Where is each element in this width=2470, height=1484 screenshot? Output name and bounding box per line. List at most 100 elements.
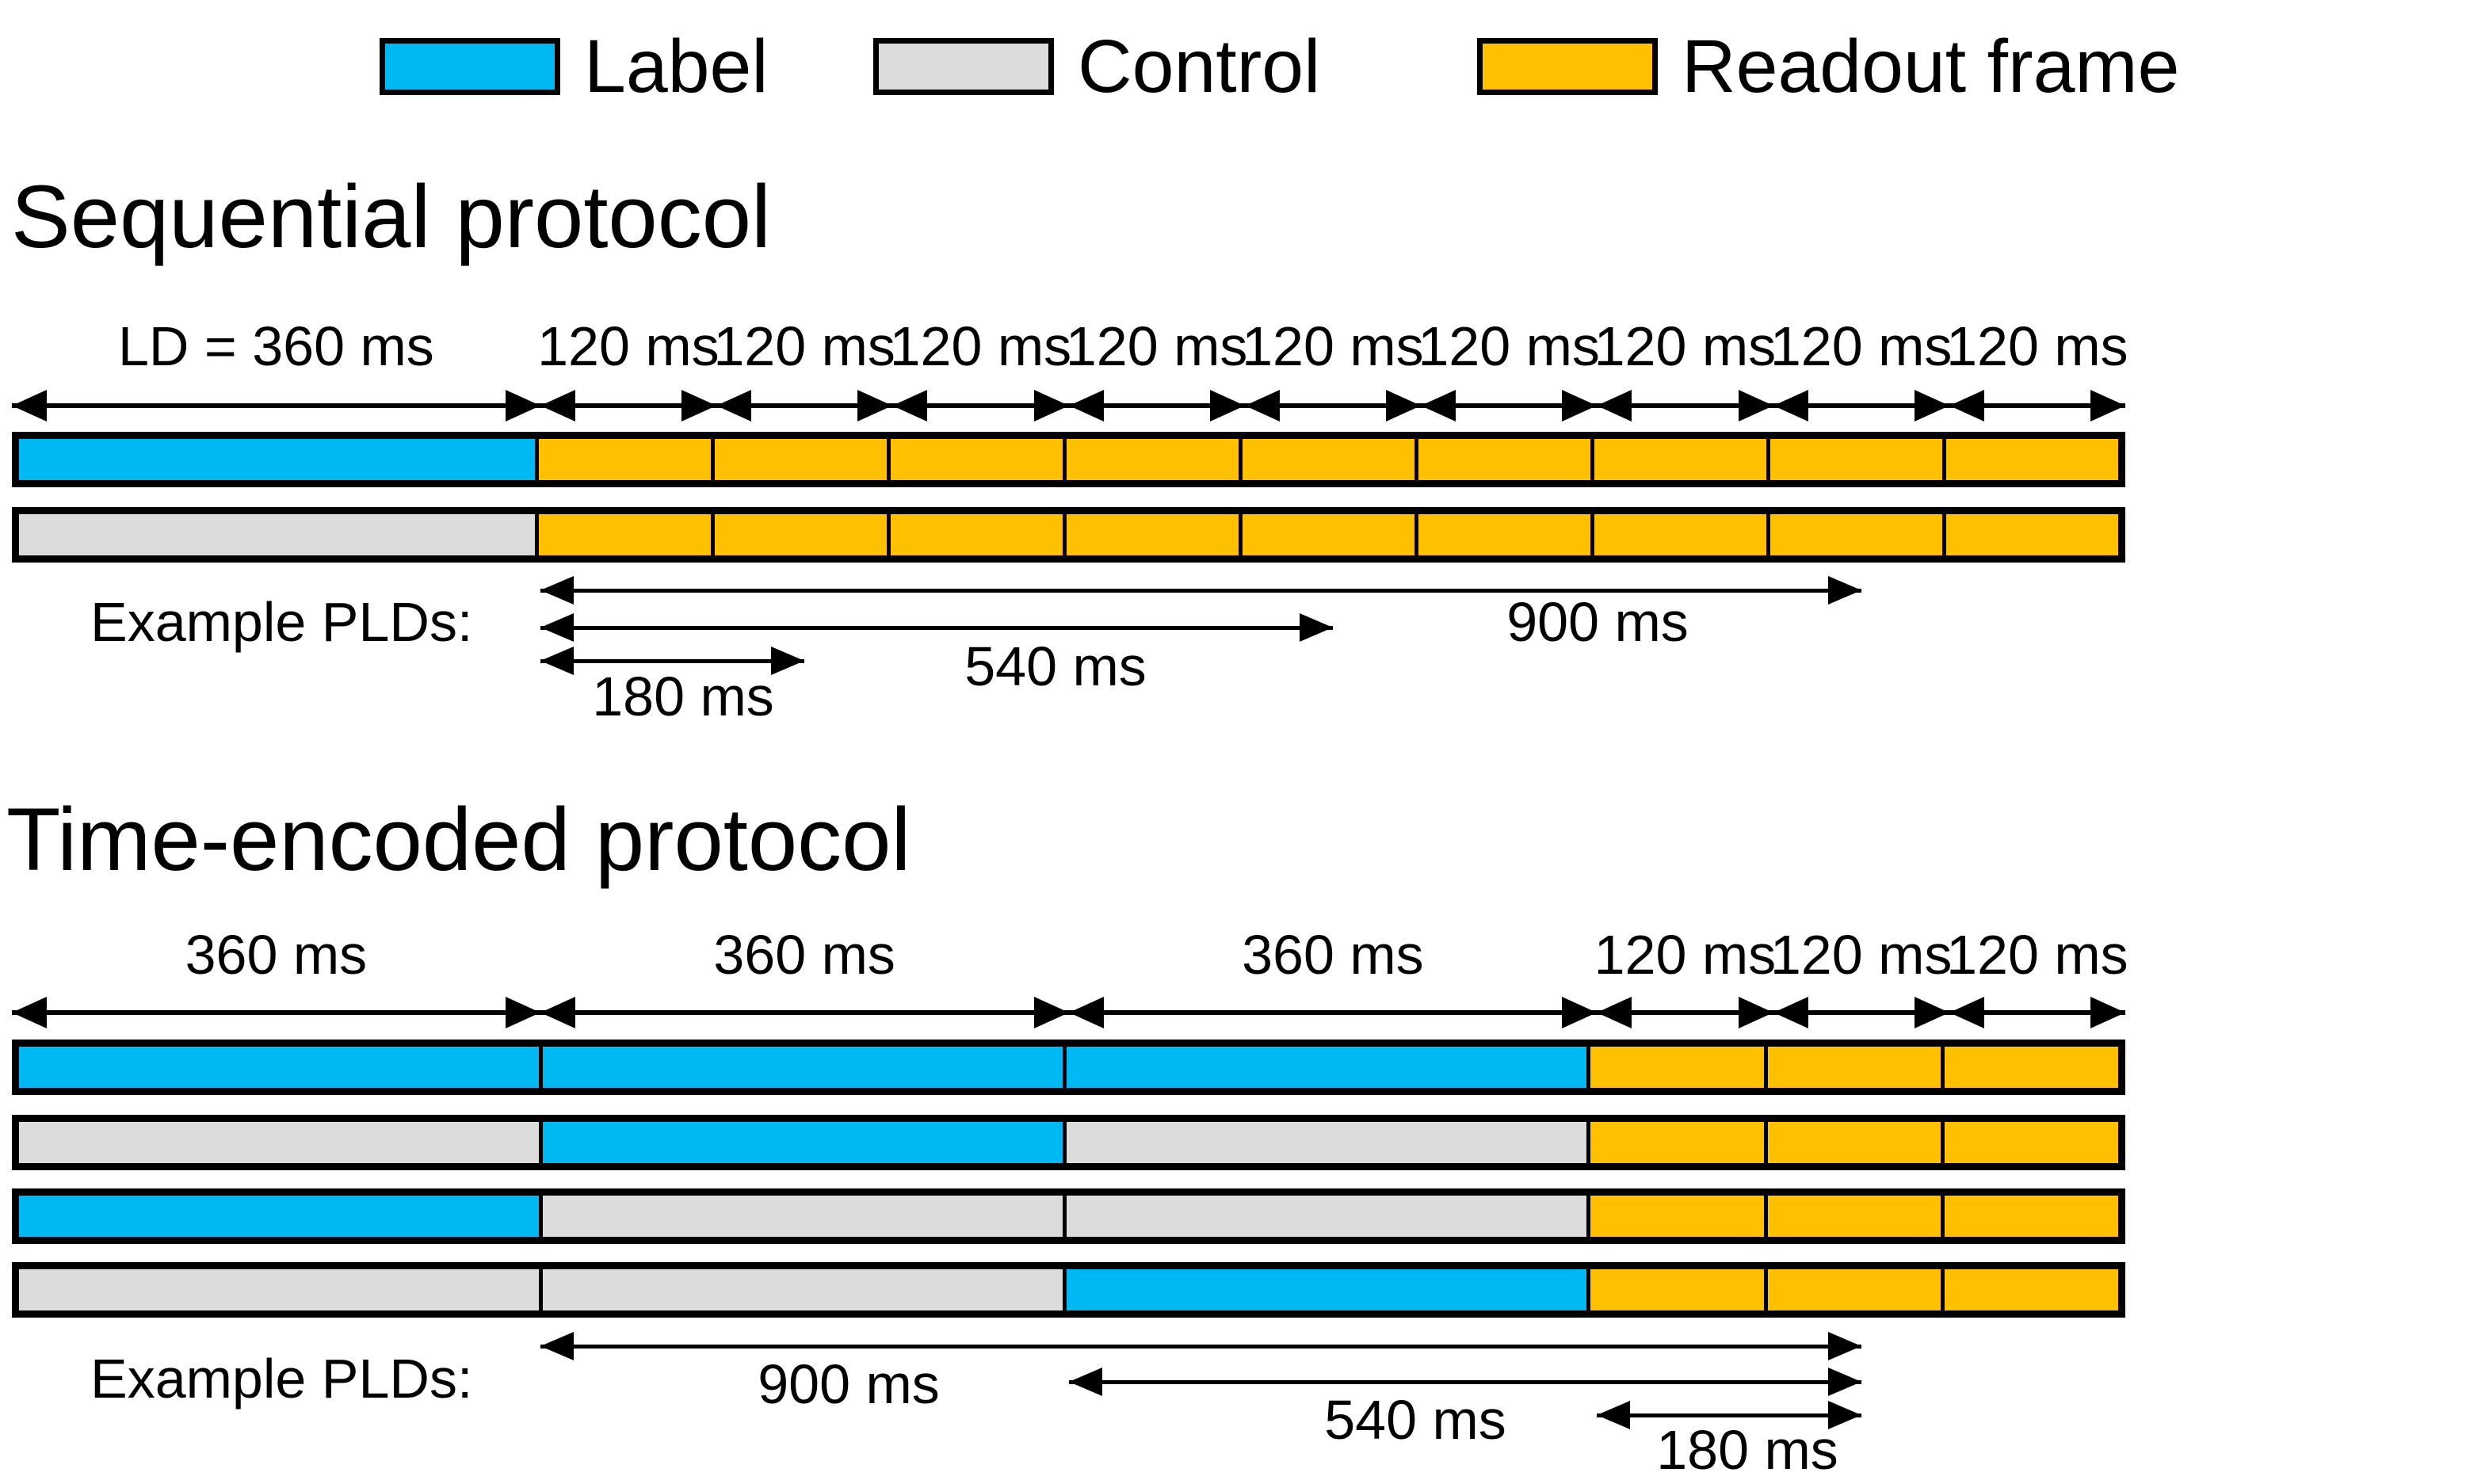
- sequential-pld-arrow-2-left-arrowhead-icon: [540, 613, 574, 642]
- control-block: [1063, 1122, 1586, 1163]
- time_encoded-segment-arrow-3-left-arrowhead-icon: [1068, 997, 1104, 1028]
- time_encoded-pld-arrow-3-right-arrowhead-icon: [1827, 1401, 1861, 1429]
- label-block: [539, 1122, 1063, 1163]
- readout-block: [1942, 514, 2118, 555]
- control-block: [539, 1196, 1063, 1237]
- sequential-segment-arrow-4-right-arrowhead-icon: [1033, 390, 1069, 422]
- readout-block: [1766, 514, 1942, 555]
- time_encoded-segment-arrow-5-left-arrowhead-icon: [1773, 997, 1808, 1028]
- sequential-segment-arrow-9-right-arrowhead-icon: [1914, 390, 1949, 422]
- readout-block: [1766, 439, 1942, 480]
- readout-block: [535, 439, 711, 480]
- sequential-segment-arrow-8-left-arrowhead-icon: [1597, 390, 1632, 422]
- readout-block: [1590, 439, 1766, 480]
- time_encoded-pld-arrow-1-right-arrowhead-icon: [1827, 1332, 1861, 1360]
- time_encoded-bar-row-3: [12, 1188, 2125, 1244]
- sequential-bar-row-1: [12, 432, 2125, 487]
- sequential-duration-label: 120 ms: [1242, 315, 1424, 377]
- time_encoded-segment-arrow-2-right-arrowhead-icon: [1033, 997, 1069, 1028]
- label-block: [19, 1047, 539, 1088]
- sequential-segment-arrow-1-line: [12, 403, 540, 408]
- sequential-segment-arrow-2-left-arrowhead-icon: [540, 390, 575, 422]
- time_encoded-pld-arrow-2-left-arrowhead-icon: [1068, 1368, 1102, 1396]
- sequential-pld-arrow-1-line: [540, 588, 1861, 593]
- sequential-duration-label: 120 ms: [1065, 315, 1248, 377]
- readout-block: [1941, 1196, 2119, 1237]
- readout-block: [887, 514, 1063, 555]
- time-encoded-example-plds-caption: Example PLDs:: [90, 1348, 473, 1410]
- readout-block: [1063, 514, 1239, 555]
- time-encoded-protocol-title: Time-encoded protocol: [6, 790, 911, 889]
- time_encoded-segment-arrow-2-left-arrowhead-icon: [540, 997, 575, 1028]
- label-block: [1063, 1269, 1586, 1310]
- sequential-segment-arrow-2-right-arrowhead-icon: [681, 390, 716, 422]
- sequential-pld-label: 180 ms: [592, 666, 774, 727]
- readout-block: [1590, 514, 1766, 555]
- time_encoded-pld-label: 900 ms: [758, 1353, 940, 1415]
- control-block: [539, 1269, 1063, 1310]
- time_encoded-segment-arrow-6-right-arrowhead-icon: [2090, 997, 2125, 1028]
- readout-block: [887, 439, 1063, 480]
- control-block: [19, 514, 535, 555]
- readout-block: [1941, 1269, 2119, 1310]
- readout-block: [1586, 1122, 1764, 1163]
- sequential-segment-arrow-3-right-arrowhead-icon: [857, 390, 893, 422]
- readout-block: [711, 439, 887, 480]
- label-block: [539, 1047, 1063, 1088]
- time_encoded-segment-arrow-4-right-arrowhead-icon: [1738, 997, 1773, 1028]
- readout-block: [711, 514, 887, 555]
- legend-swatch-control: [873, 38, 1054, 95]
- sequential-duration-label: 120 ms: [1769, 315, 1953, 377]
- time_encoded-segment-arrow-3-line: [1068, 1010, 1598, 1015]
- time_encoded-segment-arrow-3-right-arrowhead-icon: [1562, 997, 1598, 1028]
- time_encoded-segment-arrow-1-left-arrowhead-icon: [12, 997, 47, 1028]
- time_encoded-pld-label: 180 ms: [1656, 1419, 1838, 1481]
- time_encoded-segment-arrow-1-line: [12, 1010, 540, 1015]
- sequential-segment-arrow-10-left-arrowhead-icon: [1949, 390, 1984, 422]
- sequential-segment-arrow-7-right-arrowhead-icon: [1562, 390, 1598, 422]
- sequential-segment-arrow-5-left-arrowhead-icon: [1068, 390, 1104, 422]
- sequential-segment-arrow-7-line: [1421, 403, 1598, 408]
- legend-swatch-readout: [1477, 38, 1658, 95]
- time_encoded-bar-row-4: [12, 1262, 2125, 1318]
- sequential-protocol-title: Sequential protocol: [11, 167, 771, 266]
- time_encoded-duration-label: 120 ms: [1594, 924, 1777, 986]
- legend-label-label: Label: [584, 25, 769, 109]
- sequential-segment-arrow-7-left-arrowhead-icon: [1421, 390, 1456, 422]
- sequential-segment-arrow-6-line: [1244, 403, 1421, 408]
- sequential-pld-arrow-3-line: [540, 658, 805, 663]
- sequential-segment-arrow-3-left-arrowhead-icon: [716, 390, 751, 422]
- readout-block: [1586, 1196, 1764, 1237]
- sequential-segment-arrow-9-line: [1773, 403, 1949, 408]
- sequential-pld-arrow-3-left-arrowhead-icon: [540, 647, 574, 675]
- sequential-pld-label: 900 ms: [1506, 591, 1689, 653]
- sequential-segment-arrow-6-left-arrowhead-icon: [1244, 390, 1280, 422]
- time_encoded-pld-label: 540 ms: [1324, 1389, 1506, 1451]
- sequential-segment-arrow-4-left-arrowhead-icon: [892, 390, 928, 422]
- time_encoded-duration-label: 360 ms: [185, 924, 368, 986]
- legend-label-control: Control: [1078, 25, 1321, 109]
- sequential-segment-arrow-3-line: [716, 403, 893, 408]
- sequential-duration-label: 120 ms: [713, 315, 895, 377]
- sequential-segment-arrow-2-line: [540, 403, 716, 408]
- time_encoded-pld-arrow-2-right-arrowhead-icon: [1827, 1368, 1861, 1396]
- time_encoded-pld-arrow-2-line: [1068, 1379, 1861, 1384]
- readout-block: [1586, 1269, 1764, 1310]
- legend-swatch-label: [380, 38, 560, 95]
- sequential-segment-arrow-6-right-arrowhead-icon: [1386, 390, 1421, 422]
- readout-block: [1763, 1122, 1941, 1163]
- sequential-duration-label: 120 ms: [537, 315, 720, 377]
- readout-block: [1239, 439, 1414, 480]
- sequential-duration-label: 120 ms: [1946, 315, 2128, 377]
- readout-block: [1414, 439, 1590, 480]
- sequential-segment-arrow-10-line: [1949, 403, 2125, 408]
- sequential-segment-arrow-1-left-arrowhead-icon: [12, 390, 47, 422]
- sequential-duration-label: LD = 360 ms: [117, 315, 434, 377]
- time_encoded-pld-arrow-1-line: [540, 1344, 1861, 1349]
- time_encoded-segment-arrow-6-line: [1949, 1010, 2125, 1015]
- sequential-pld-arrow-1-left-arrowhead-icon: [540, 576, 574, 605]
- readout-block: [1763, 1196, 1941, 1237]
- readout-block: [1942, 439, 2118, 480]
- sequential-pld-label: 540 ms: [964, 635, 1147, 697]
- readout-block: [1763, 1047, 1941, 1088]
